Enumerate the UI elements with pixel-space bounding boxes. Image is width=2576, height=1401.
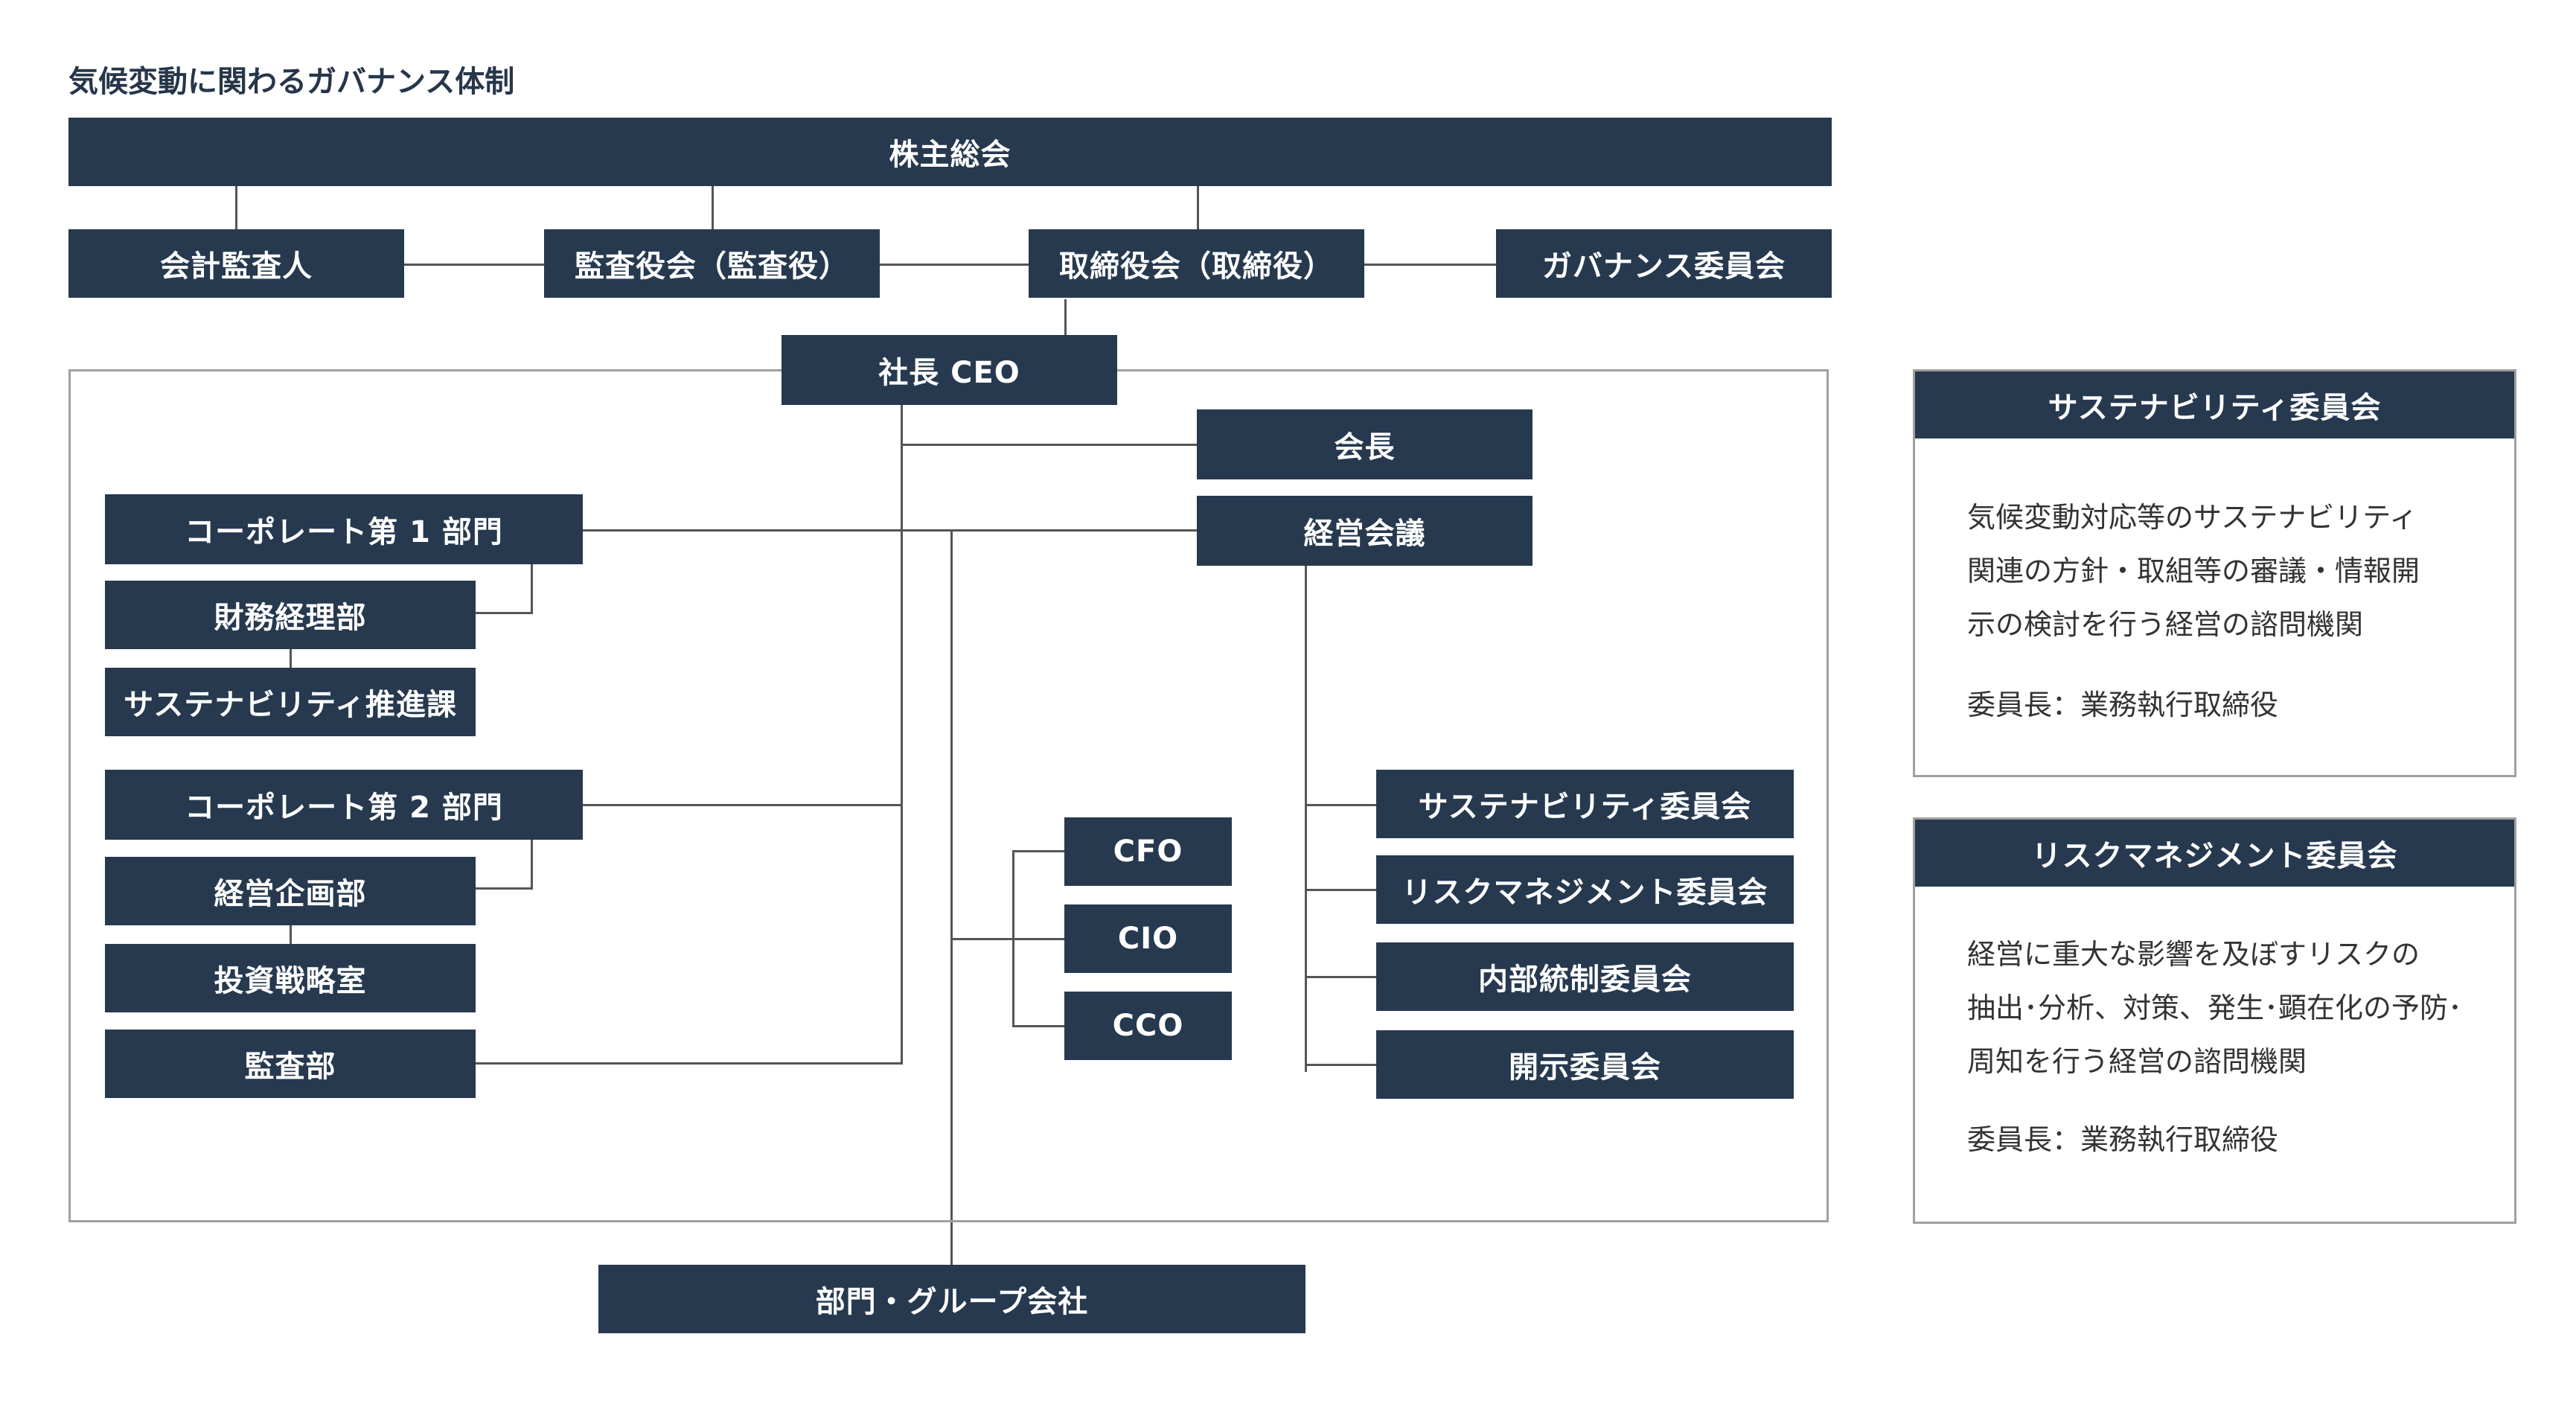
connector	[901, 405, 903, 1064]
shareholders-meeting: 株主総会	[68, 118, 1832, 186]
connector	[1305, 1064, 1384, 1066]
chairman: 会長	[1197, 409, 1533, 479]
board-of-directors: 取締役会（取締役）	[1029, 229, 1364, 298]
panel-line: 示の検討を行う経営の諮問機関	[1967, 608, 2364, 641]
connector	[950, 529, 953, 1266]
connector	[1305, 976, 1384, 978]
accounting-auditor: 会計監査人	[68, 229, 404, 298]
connector	[1012, 1025, 1064, 1027]
connector	[290, 923, 292, 945]
connector	[1305, 804, 1384, 806]
panel-heading: サステナビリティ委員会	[1915, 371, 2514, 438]
cfo: CFO	[1064, 817, 1232, 886]
connector	[475, 887, 533, 890]
corporate-division-1: コーポレート第 1 部門	[105, 494, 583, 564]
connector	[583, 529, 1198, 532]
connector	[290, 647, 292, 669]
panel-line: 周知を行う経営の諮問機関	[1967, 1045, 2307, 1078]
audit-department: 監査部	[105, 1030, 476, 1098]
connector	[1364, 264, 1498, 266]
connector	[404, 264, 546, 266]
connector	[235, 186, 237, 231]
planning-department: 経営企画部	[105, 857, 476, 925]
risk-management-committee-panel: リスクマネジメント委員会 経営に重大な影響を及ぼすリスクの 抽出･分析、対策、発…	[1913, 817, 2516, 1224]
divisions-group-companies: 部門・グループ会社	[598, 1265, 1305, 1333]
panel-chair: 委員長：業務執行取締役	[1967, 1123, 2279, 1156]
connector	[1012, 938, 1064, 940]
panel-chair: 委員長：業務執行取締役	[1967, 689, 2279, 721]
committee-disclosure: 開示委員会	[1376, 1030, 1794, 1099]
governance-committee: ガバナンス委員会	[1496, 229, 1832, 298]
panel-line: 気候変動対応等のサステナビリティ	[1967, 501, 2417, 534]
sustainability-promotion-section: サステナビリティ推進課	[105, 668, 476, 736]
panel-line: 関連の方針・取組等の審議・情報開	[1967, 555, 2420, 587]
panel-description: 経営に重大な影響を及ぼすリスクの 抽出･分析、対策、発生･顕在化の予防･ 周知を…	[1967, 928, 2484, 1088]
corporate-division-2: コーポレート第 2 部門	[105, 770, 583, 840]
connector	[475, 1062, 903, 1065]
audit-board: 監査役会（監査役）	[544, 229, 880, 298]
cco: CCO	[1064, 992, 1232, 1060]
panel-line: 抽出･分析、対策、発生･顕在化の予防･	[1967, 992, 2463, 1024]
connector	[531, 840, 533, 889]
connector	[1305, 566, 1307, 1072]
connector	[475, 612, 533, 614]
cio: CIO	[1064, 904, 1232, 973]
connector	[1197, 186, 1199, 231]
finance-department: 財務経理部	[105, 581, 476, 649]
sustainability-committee-panel: サステナビリティ委員会 気候変動対応等のサステナビリティ 関連の方針・取組等の審…	[1913, 369, 2516, 777]
connector	[950, 938, 1014, 940]
connector	[1305, 889, 1384, 891]
connector	[583, 804, 903, 806]
panel-heading: リスクマネジメント委員会	[1915, 820, 2514, 887]
connector	[712, 186, 714, 231]
committee-sustainability: サステナビリティ委員会	[1376, 770, 1794, 838]
management-meeting: 経営会議	[1197, 496, 1533, 566]
panel-line: 経営に重大な影響を及ぼすリスクの	[1967, 938, 2420, 971]
page-title: 気候変動に関わるガバナンス体制	[68, 65, 515, 99]
committee-internal-control: 内部統制委員会	[1376, 942, 1794, 1011]
committee-risk-management: リスクマネジメント委員会	[1376, 855, 1794, 924]
investment-strategy-office: 投資戦略室	[105, 944, 476, 1012]
connector	[901, 444, 1199, 446]
connector	[531, 564, 533, 613]
connector	[879, 264, 1029, 266]
connector	[1012, 850, 1064, 852]
panel-description: 気候変動対応等のサステナビリティ 関連の方針・取組等の審議・情報開 示の検討を行…	[1967, 491, 2484, 651]
connector	[1064, 299, 1067, 336]
ceo: 社長 CEO	[782, 335, 1117, 405]
